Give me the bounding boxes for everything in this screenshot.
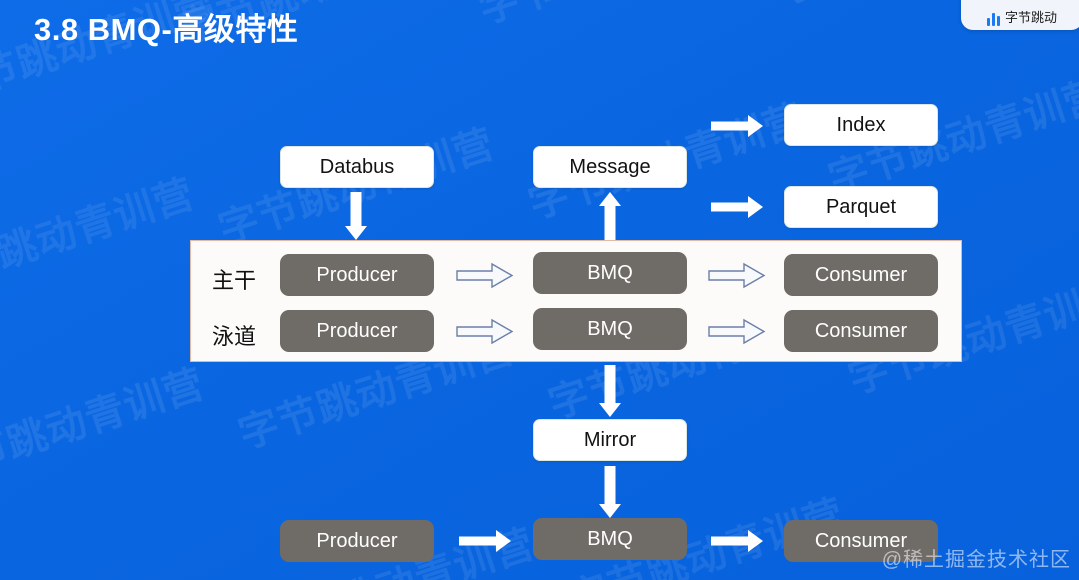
arrow-bottom-bmq-to-consumer (711, 530, 763, 552)
watermark-text: 字节跳动青训营 (0, 361, 210, 493)
corner-watermark: @稀土掘金技术社区 (881, 549, 1071, 571)
bar-chart-icon (986, 13, 1000, 26)
arrow-row-0-producer-to-bmq (456, 262, 514, 289)
panel-row-1-producer-label: Producer (316, 319, 398, 342)
panel-row-1-consumer[interactable]: Consumer (784, 310, 938, 352)
arrow-row-1-bmq-to-consumer (708, 318, 766, 345)
watermark-text: 字节跳动青训营 (0, 171, 200, 303)
panel-row-0-bmq[interactable]: BMQ (533, 252, 687, 294)
panel-row-1-bmq[interactable]: BMQ (533, 308, 687, 350)
panel-row-1-producer[interactable]: Producer (280, 310, 434, 352)
panel-row-0-consumer-label: Consumer (814, 263, 908, 286)
page-title: 3.8 BMQ-高级特性 (34, 12, 299, 47)
arrow-to-parquet (711, 196, 763, 218)
node-message-label: Message (569, 155, 651, 178)
panel-row-0-consumer[interactable]: Consumer (784, 254, 938, 296)
bottom-bmq-label: BMQ (587, 527, 633, 550)
arrow-to-index (711, 115, 763, 137)
brand-badge[interactable]: 字节跳动 (961, 0, 1079, 30)
bottom-bmq[interactable]: BMQ (533, 518, 687, 560)
panel-row-0-producer-label: Producer (316, 263, 398, 286)
node-databus-label: Databus (319, 155, 395, 178)
bottom-producer-label: Producer (316, 529, 398, 552)
bottom-consumer[interactable]: Consumer (784, 520, 938, 562)
arrow-bmq-to-mirror (595, 365, 625, 417)
panel-row-label-main: 主干 (212, 268, 257, 293)
node-databus[interactable]: Databus (280, 146, 434, 188)
arrow-bottom-producer-to-bmq (459, 530, 511, 552)
node-message[interactable]: Message (533, 146, 687, 188)
panel-row-0-producer[interactable]: Producer (280, 254, 434, 296)
arrow-bmq-to-message (595, 192, 625, 240)
node-index[interactable]: Index (784, 104, 938, 146)
arrow-mirror-to-bmq (595, 466, 625, 518)
panel-row-1-bmq-label: BMQ (587, 317, 633, 340)
watermark-text: 字节跳动青训营 (470, 0, 761, 35)
panel-row-0-bmq-label: BMQ (587, 261, 633, 284)
bottom-consumer-label: Consumer (814, 529, 908, 552)
brand-badge-label: 字节跳动 (1004, 10, 1057, 25)
arrow-row-1-producer-to-bmq (456, 318, 514, 345)
arrow-databus-to-producer (341, 192, 371, 240)
node-parquet-label: Parquet (825, 195, 897, 218)
bottom-producer[interactable]: Producer (280, 520, 434, 562)
node-parquet[interactable]: Parquet (784, 186, 938, 228)
node-index-label: Index (836, 113, 886, 136)
panel-row-1-consumer-label: Consumer (814, 319, 908, 342)
node-mirror-label: Mirror (583, 428, 637, 451)
node-mirror[interactable]: Mirror (533, 419, 687, 461)
arrow-row-0-bmq-to-consumer (708, 262, 766, 289)
panel-row-label-lane: 泳道 (212, 324, 257, 349)
